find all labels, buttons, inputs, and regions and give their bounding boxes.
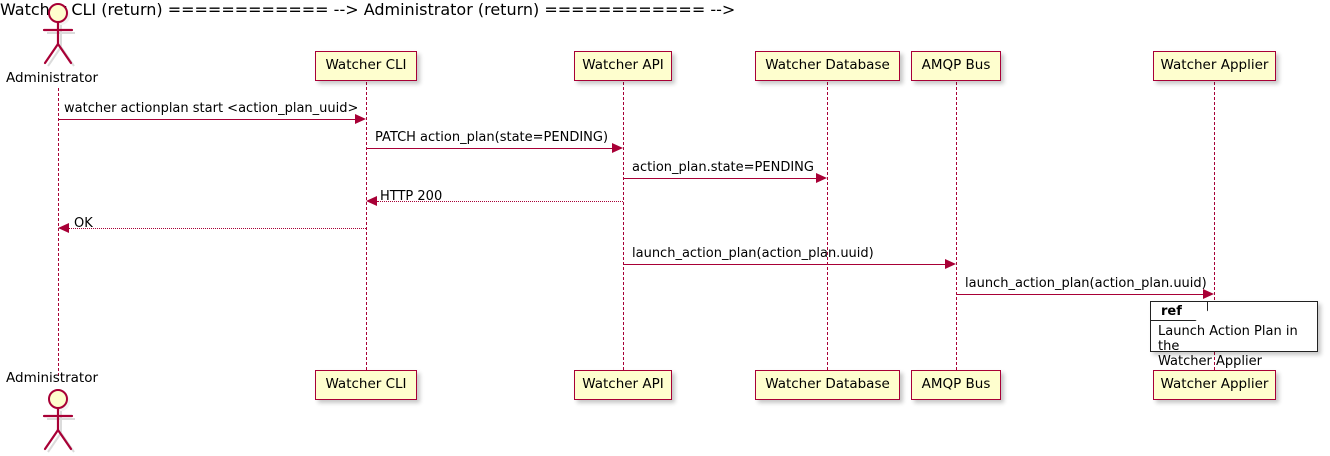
message-line-2 [366,148,612,149]
message-label-3: action_plan.state=PENDING [632,160,814,175]
ref-fragment-operator-label: ref [1161,304,1182,319]
actor-label-administrator-bottom: Administrator [6,370,99,386]
ref-fragment-text-line-2: Watcher Applier [1158,354,1262,369]
lifeline-watcher-applier [1214,82,1215,370]
message-arrowhead-6 [945,259,956,269]
participant-label: Watcher API [582,376,664,393]
message-label-1: watcher actionplan start <action_plan_uu… [64,101,359,116]
participant-label: Watcher Applier [1160,57,1269,74]
message-label-5: OK [74,216,93,231]
participant-watcher-database-top[interactable]: Watcher Database [755,51,900,81]
participant-label: Watcher CLI [325,57,407,74]
participant-label: Watcher Database [765,57,890,74]
lifeline-amqp-bus [956,82,957,370]
message-line-7 [956,294,1203,295]
participant-label: Watcher Database [765,376,890,393]
participant-amqp-bus-top[interactable]: AMQP Bus [911,51,1001,81]
participant-watcher-cli-bottom[interactable]: Watcher CLI [315,370,417,400]
ref-fragment-text: Launch Action Plan in the Watcher Applie… [1158,324,1318,369]
message-line-3 [623,178,816,179]
message-label-6: launch_action_plan(action_plan.uuid) [632,246,874,261]
participant-watcher-database-bottom[interactable]: Watcher Database [755,370,900,400]
message-arrowhead-4 [366,196,377,206]
participant-watcher-applier-bottom[interactable]: Watcher Applier [1153,370,1276,400]
lifeline-watcher-cli [366,82,367,370]
lifeline-watcher-api [623,82,624,370]
message-arrowhead-1 [355,114,366,124]
ref-fragment-text-line-1: Launch Action Plan in the [1158,324,1298,354]
participant-label: Watcher Applier [1160,376,1269,393]
message-line-1 [58,119,355,120]
message-label-2: PATCH action_plan(state=PENDING) [375,130,609,145]
message-label-7: launch_action_plan(action_plan.uuid) [965,276,1207,291]
participant-watcher-api-bottom[interactable]: Watcher API [574,370,672,400]
message-line-5 [69,228,366,229]
message-line-4 [377,201,623,202]
participant-label: Watcher CLI [325,376,407,393]
participant-label: AMQP Bus [921,376,991,393]
message-line-6 [623,264,945,265]
actor-label-administrator-top: Administrator [6,70,99,86]
participant-label: Watcher API [582,57,664,74]
participant-amqp-bus-bottom[interactable]: AMQP Bus [911,370,1001,400]
participant-watcher-api-top[interactable]: Watcher API [574,51,672,81]
message-label-4: HTTP 200 [380,189,443,204]
message-arrowhead-7 [1203,289,1214,299]
actor-administrator-top [42,3,75,67]
ref-fragment-launch-action-plan[interactable]: ref Launch Action Plan in the Watcher Ap… [1150,301,1318,369]
message-arrowhead-2 [612,143,623,153]
participant-label: AMQP Bus [921,57,991,74]
message-arrowhead-5 [58,223,69,233]
message-arrowhead-3 [816,173,827,183]
actor-administrator-bottom [42,389,75,453]
participant-watcher-applier-top[interactable]: Watcher Applier [1153,51,1276,81]
participant-watcher-cli-top[interactable]: Watcher CLI [315,51,417,81]
lifeline-watcher-database [827,82,828,370]
